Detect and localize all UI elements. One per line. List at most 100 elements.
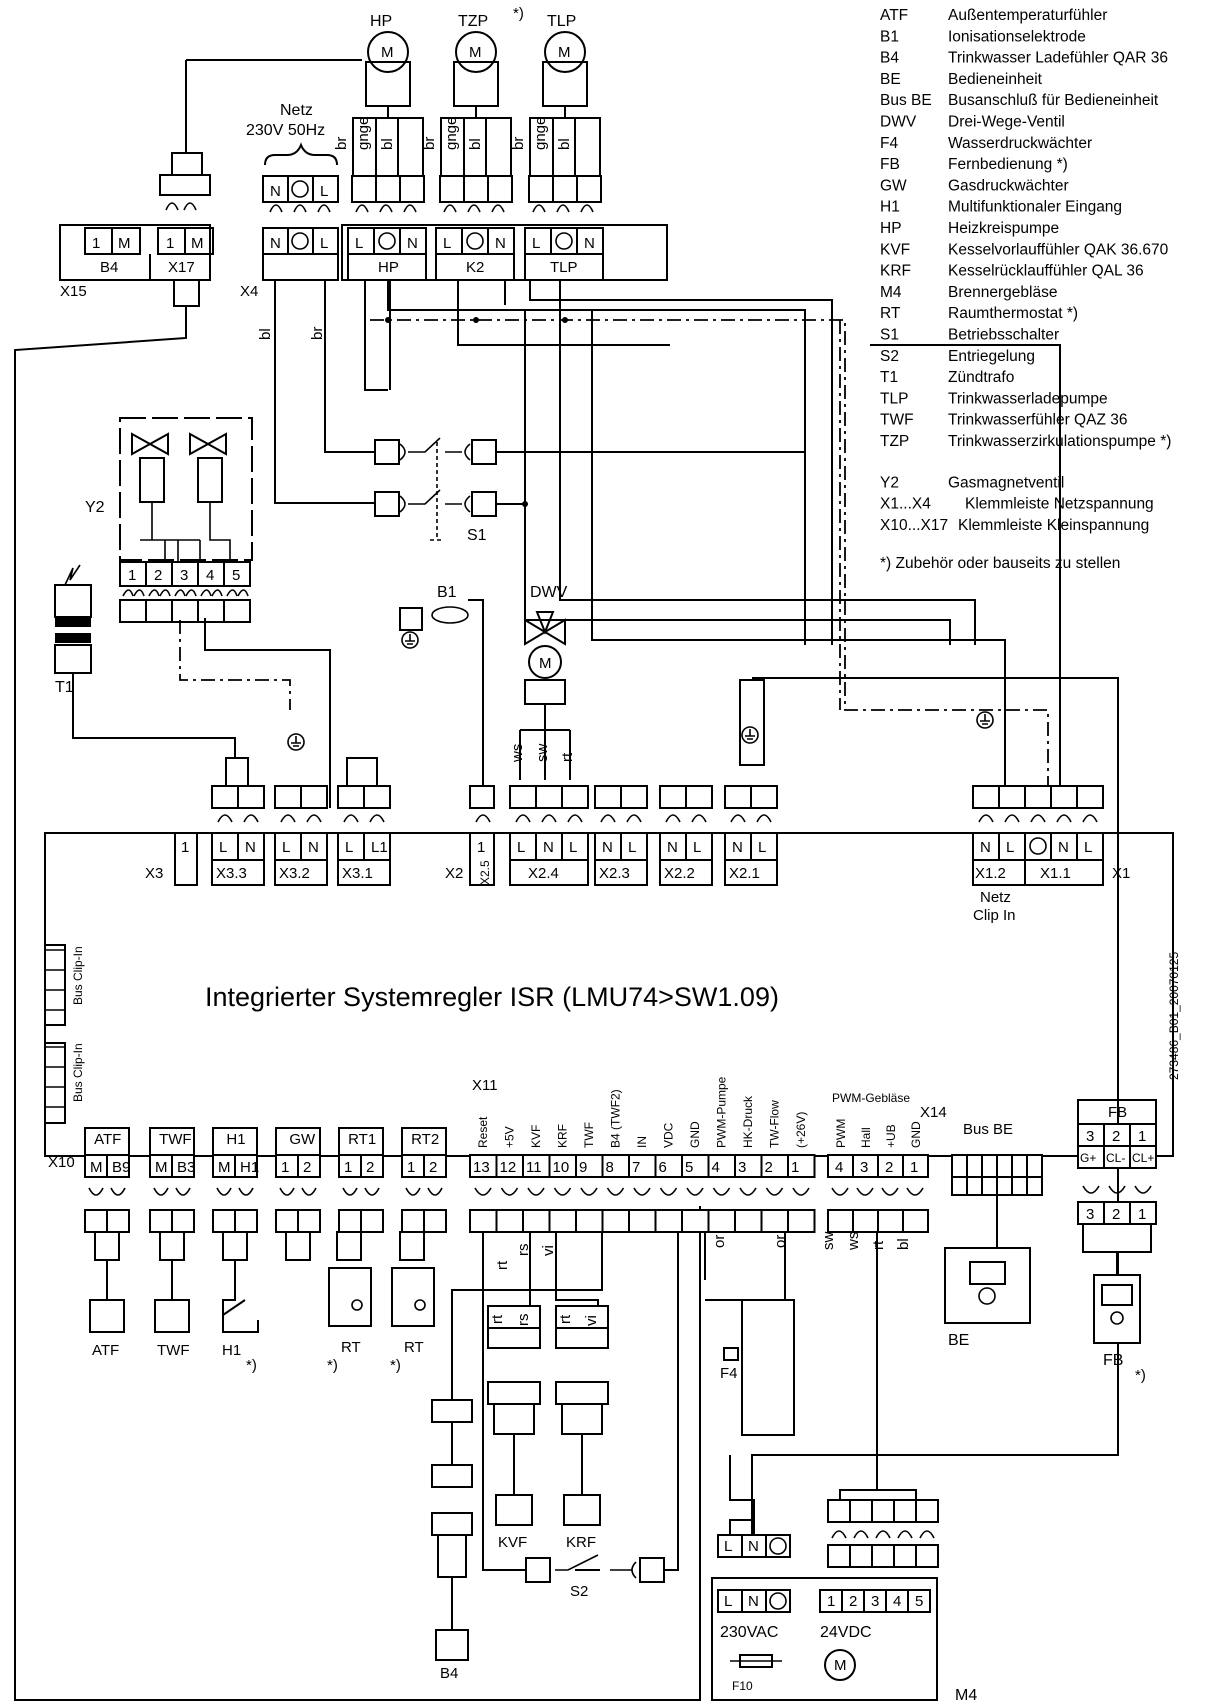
pump-motor-body <box>453 61 499 107</box>
term-n: N <box>270 235 281 252</box>
b4-cable <box>437 1534 467 1578</box>
x11-pin: 1 <box>791 1159 799 1176</box>
x3-label: X3 <box>145 865 163 882</box>
legend-code: Bus BE <box>880 92 932 109</box>
x11-pin-name: KVF <box>529 1125 543 1148</box>
legend-code: TLP <box>880 390 908 407</box>
x11-pin-name: KRF <box>556 1124 570 1148</box>
y2-label: Y2 <box>85 499 105 516</box>
pump-wire-label: br <box>510 137 527 150</box>
netz-brace <box>264 142 338 166</box>
dwv-wire-rt: rt <box>559 752 576 762</box>
x14-pin-name: Hall <box>859 1127 873 1148</box>
m4-term-l: L <box>724 1538 732 1555</box>
x14-wire-bl: bl <box>895 1238 912 1250</box>
legend-code: ATF <box>880 7 908 24</box>
bus-be-label: Bus BE <box>963 1121 1013 1138</box>
y2-plug <box>197 599 225 623</box>
bus-clip-in-1 <box>44 944 66 1026</box>
lower-gw-pin: 2 <box>303 1159 311 1176</box>
x11-pin: 13 <box>473 1159 490 1176</box>
motor-m: M <box>539 655 552 672</box>
b4-label: B4 <box>440 1665 458 1682</box>
h1-footnote-mark: *) <box>246 1357 257 1374</box>
pump-block-label: HP <box>378 259 399 276</box>
lower-twf-frame <box>149 1127 195 1156</box>
lower-twf-pin: B3 <box>177 1159 195 1176</box>
x21-pin: L <box>758 839 766 856</box>
x11-pin: 5 <box>685 1159 693 1176</box>
x11-pin: N <box>1058 839 1069 856</box>
legend-text: Entriegelung <box>948 348 1035 365</box>
m4-24v-plug <box>827 1499 939 1523</box>
legend-code: X10...X17 <box>880 517 948 534</box>
motor-m: M <box>381 44 394 61</box>
x11-pin-name: HK-Druck <box>741 1095 755 1148</box>
x11-pin-name: PWM-Pumpe <box>715 1076 729 1148</box>
s1-terminal <box>471 439 497 465</box>
legend-text: Kesselrücklauffühler QAL 36 <box>948 263 1144 280</box>
legend-code: S1 <box>880 327 899 344</box>
x11-pin-name: TW-Flow <box>768 1100 782 1148</box>
fb-pin: 1 <box>1138 1128 1146 1145</box>
kvf-plug <box>487 1327 541 1349</box>
dwv-valve <box>524 611 566 646</box>
controller-title: Integrierter Systemregler ISR (LMU74>SW1… <box>205 982 779 1012</box>
m4-24v-pin: 5 <box>915 1593 923 1610</box>
x14-wire-sw: sw <box>820 1232 837 1251</box>
lower-rt1-title: RT1 <box>348 1131 376 1148</box>
legend-code: T1 <box>880 369 898 386</box>
legend-text: Betriebsschalter <box>948 327 1059 344</box>
lower-atf-title: ATF <box>94 1131 121 1148</box>
x31-pin: L <box>345 839 353 856</box>
x24-pin: L <box>569 839 577 856</box>
motor-m: M <box>558 44 571 61</box>
x14-pin: 3 <box>860 1159 868 1176</box>
x11-wire-rs: rs <box>515 1244 532 1257</box>
y2-plug <box>223 599 251 623</box>
pump-wire-label: gnge <box>443 117 460 150</box>
pump-motor-body <box>542 61 588 107</box>
t1-label: T1 <box>55 679 74 696</box>
x32-label: X3.2 <box>279 865 310 882</box>
x31-label: X3.1 <box>342 865 373 882</box>
lower-rt2-pin: 1 <box>407 1159 415 1176</box>
pwm-group-label: PWM-Gebläse <box>832 1091 910 1105</box>
pump-label: TZP <box>458 13 488 30</box>
pump-wire-label: br <box>421 137 438 150</box>
pump-label: TLP <box>547 13 576 30</box>
m4-motor <box>824 1649 856 1681</box>
x25-pin <box>469 832 495 886</box>
term-n: N <box>495 235 506 252</box>
fb-pin: 3 <box>1086 1128 1094 1145</box>
x23-pin: N <box>602 839 613 856</box>
x11-pin: 7 <box>632 1159 640 1176</box>
ground-icon <box>287 733 305 751</box>
x15-label: X15 <box>60 283 87 300</box>
fb-pin: 2 <box>1112 1128 1120 1145</box>
term-1: 1 <box>166 235 174 252</box>
x4-label: X4 <box>240 283 258 300</box>
legend-text: Trinkwasserfühler QAZ 36 <box>948 412 1127 429</box>
m4-24v-plug-lower <box>827 1544 939 1568</box>
kvf-wire-tag: rs <box>515 1314 532 1327</box>
s1-terminal <box>374 491 400 517</box>
pump-plug <box>351 175 425 203</box>
bus-clip-in-2 <box>44 1042 66 1124</box>
lower-rt2-pin: 2 <box>429 1159 437 1176</box>
fb-label: FB <box>1103 1352 1123 1369</box>
x24-plug <box>509 785 589 809</box>
motor-m: M <box>834 1657 847 1674</box>
s1-terminal <box>471 491 497 517</box>
x11-pin-name: +5V <box>503 1126 517 1148</box>
legend-code: M4 <box>880 284 902 301</box>
x14-pin-name: PWM <box>834 1119 848 1148</box>
x11-pin-name: Reset <box>476 1116 490 1148</box>
legend-text: Kesselvorlauffühler QAK 36.670 <box>948 241 1169 258</box>
x11-pin-name: VDC <box>662 1122 676 1148</box>
f4-pressure-icon <box>723 1347 739 1361</box>
dwv-body <box>524 679 566 705</box>
pump-wire-label: gnge <box>355 117 372 150</box>
ground-icon <box>976 711 994 729</box>
x23-body <box>594 859 648 886</box>
